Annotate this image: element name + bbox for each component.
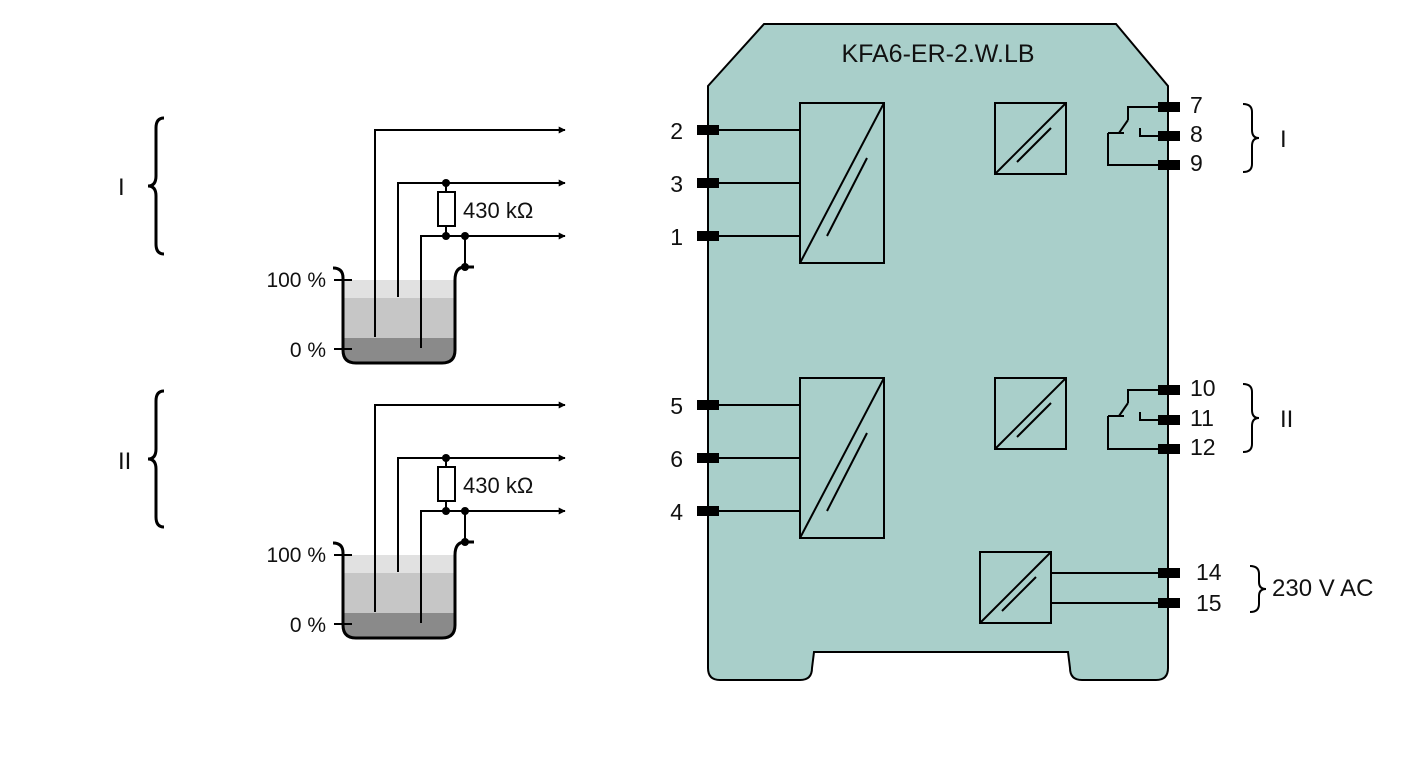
electrode-signal-line (420, 232, 566, 348)
brace-icon (147, 389, 165, 529)
channel-1-relay: 7 8 9 I (994, 92, 1287, 176)
level-high-label: 100 % (266, 544, 326, 567)
terminal-label: 9 (1190, 150, 1203, 176)
terminal-label: 5 (670, 393, 683, 419)
power-label: 230 V AC (1272, 575, 1373, 602)
terminal-2 (697, 125, 719, 135)
converter-box (994, 377, 1067, 450)
electrode-signal-line (374, 126, 566, 337)
terminal-10 (1158, 385, 1180, 395)
terminal-label: 10 (1190, 375, 1216, 401)
relay-group-label: I (1280, 126, 1287, 153)
channel-label: I (118, 174, 125, 201)
terminal-label: 3 (670, 171, 683, 197)
tank-layer-mid (343, 298, 455, 338)
brace-icon (1242, 103, 1260, 173)
resistor-icon (437, 191, 456, 227)
terminal-14 (1158, 568, 1180, 578)
brace-icon (1242, 383, 1260, 453)
level-low-label: 0 % (290, 614, 326, 637)
terminal-label: 7 (1190, 92, 1203, 118)
device-housing: KFA6-ER-2.W.LB (707, 23, 1169, 681)
electrode-signal-line (420, 507, 566, 623)
level-high-label: 100 % (266, 269, 326, 292)
terminal-7 (1158, 102, 1180, 112)
channel-2-group: II (118, 389, 165, 529)
terminal-label: 14 (1196, 559, 1222, 585)
tank-wall (332, 265, 474, 365)
channel-2-tank: 100 % 0 % 430 kΩ (266, 401, 566, 640)
terminal-8 (1158, 131, 1180, 141)
terminal-6 (697, 453, 719, 463)
terminal-label: 6 (670, 446, 683, 472)
brace-icon (1249, 565, 1267, 613)
terminal-5 (697, 400, 719, 410)
terminal-1 (697, 231, 719, 241)
terminal-11 (1158, 415, 1180, 425)
terminal-label: 12 (1190, 434, 1216, 460)
channel-1-group: I (118, 116, 165, 256)
channel-1-tank: 100 % 0 % 430 kΩ (266, 126, 566, 365)
terminal-label: 15 (1196, 590, 1222, 616)
terminal-15 (1158, 598, 1180, 608)
terminal-label: 8 (1190, 121, 1203, 147)
tank-layer-dark (343, 338, 455, 363)
relay-group-label: II (1280, 406, 1293, 433)
terminal-label: 11 (1190, 405, 1214, 431)
resistor-value: 430 kΩ (463, 473, 533, 498)
channel-label: II (118, 448, 131, 475)
terminal-9 (1158, 160, 1180, 170)
resistor-value: 430 kΩ (463, 198, 533, 223)
tank-layer-mid (343, 573, 455, 613)
housing-outline (707, 23, 1169, 681)
electrode-signal-line (397, 454, 566, 572)
resistor-icon (437, 466, 456, 502)
tank-wall (332, 540, 474, 640)
converter-box (994, 102, 1067, 175)
terminal-label: 2 (670, 118, 683, 144)
channel-1-input-isolator: 2 3 1 (670, 102, 885, 264)
level-low-label: 0 % (290, 339, 326, 362)
device-title: KFA6-ER-2.W.LB (841, 40, 1034, 68)
channel-2-input-isolator: 5 6 4 (670, 377, 885, 539)
terminal-12 (1158, 444, 1180, 454)
channel-2-relay: 10 11 12 II (994, 375, 1293, 460)
terminal-3 (697, 178, 719, 188)
power-supply: 14 15 230 V AC (979, 551, 1373, 624)
power-converter-box (979, 551, 1052, 624)
terminal-label: 4 (670, 499, 683, 525)
tank-layer-dark (343, 613, 455, 638)
electrode-signal-line (397, 179, 566, 297)
electrode-signal-line (374, 401, 566, 612)
brace-icon (147, 116, 165, 256)
terminal-label: 1 (670, 224, 683, 250)
terminal-4 (697, 506, 719, 516)
